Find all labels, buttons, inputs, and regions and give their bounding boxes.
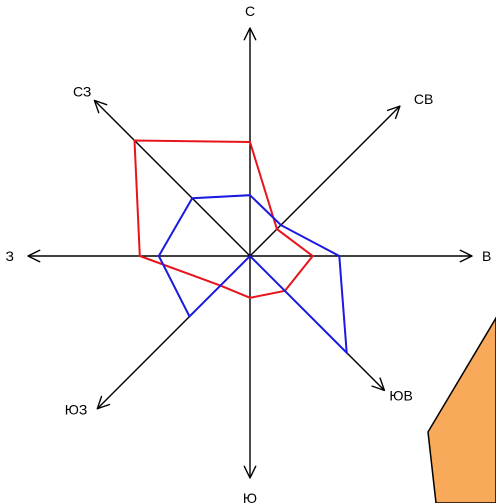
axis-ne bbox=[249, 105, 401, 257]
label-se: ЮВ bbox=[389, 387, 412, 403]
label-e: В bbox=[482, 248, 491, 264]
arrow-head-ne bbox=[386, 105, 401, 120]
label-nw: СЗ bbox=[73, 83, 91, 99]
arrow-head-w bbox=[27, 249, 41, 263]
label-w: З bbox=[6, 248, 14, 264]
label-s: Ю bbox=[243, 490, 257, 503]
axes bbox=[27, 27, 473, 479]
arrow-head-e bbox=[459, 249, 473, 263]
direction-labels: С СВ В ЮВ Ю ЮЗ З СЗ bbox=[6, 3, 492, 503]
label-sw: ЮЗ bbox=[65, 402, 88, 418]
arrow-head-sw bbox=[96, 395, 111, 410]
arrow-head-n bbox=[243, 27, 257, 41]
arrow-head-se bbox=[371, 377, 386, 392]
series-2-line bbox=[157, 194, 348, 356]
arrow-head-nw bbox=[93, 99, 108, 114]
label-n: С bbox=[245, 3, 255, 19]
series-1-line bbox=[133, 139, 315, 299]
label-ne: СВ bbox=[414, 91, 433, 107]
arrow-head-s bbox=[243, 465, 257, 479]
orange-shape bbox=[427, 316, 496, 503]
axis-nw bbox=[93, 99, 251, 257]
series-lines bbox=[133, 139, 348, 356]
